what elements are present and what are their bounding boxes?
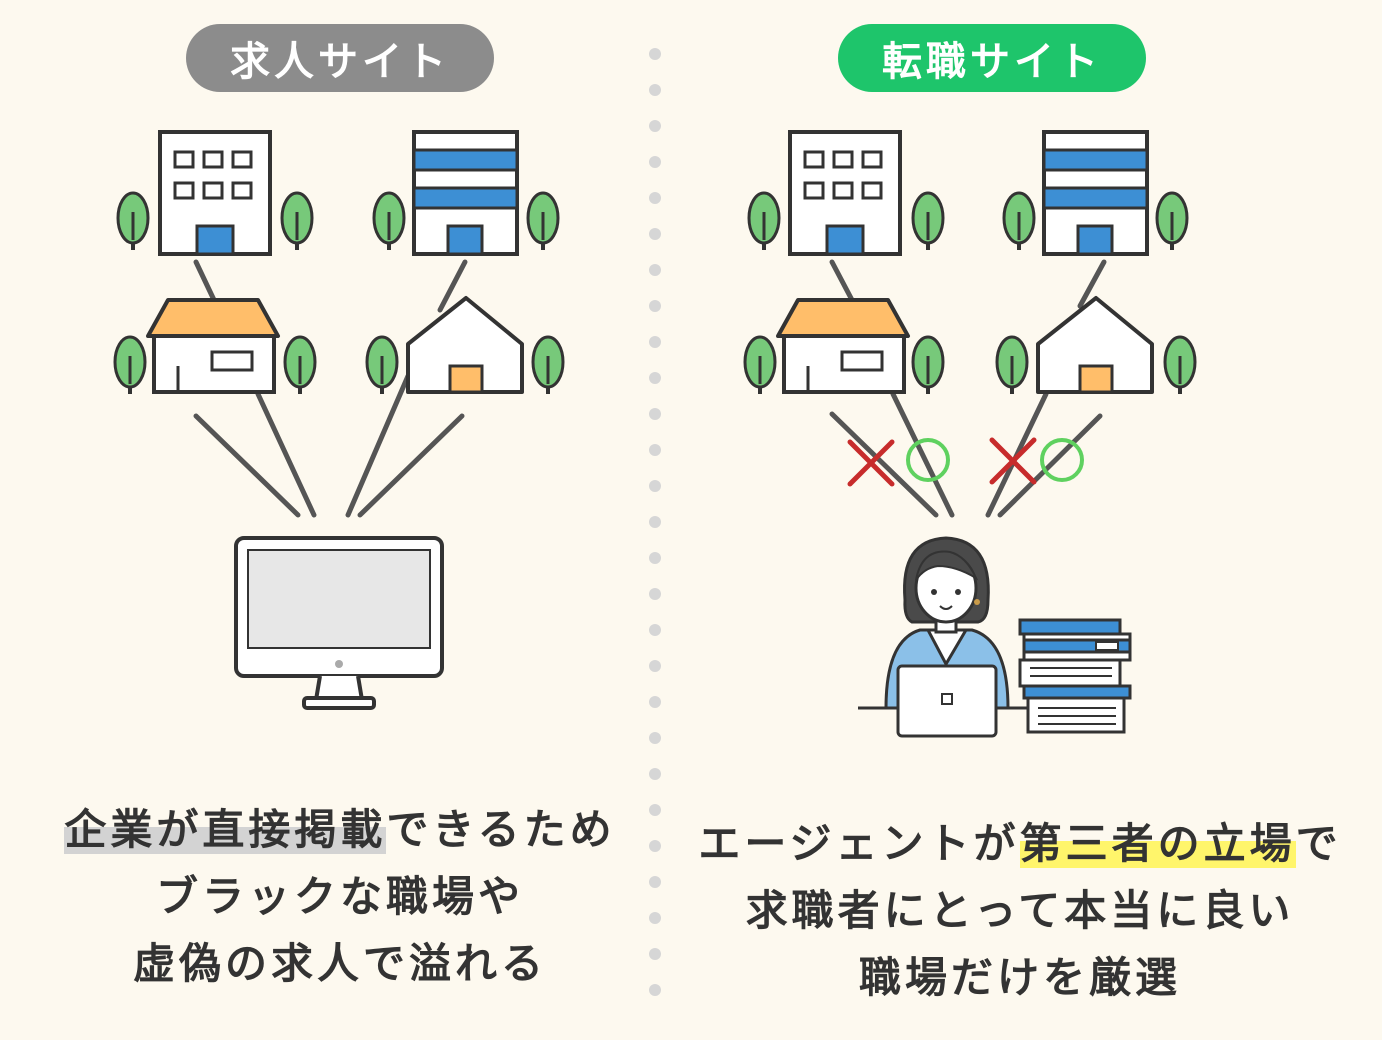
caption-highlight: 第三者の立場 [1019,819,1296,868]
divider-dot [649,48,661,60]
caption-line: 企業が直接掲載できるため [20,796,660,863]
divider-dot [649,516,661,528]
job-listing-site-caption: 企業が直接掲載できるため ブラックな職場や 虚偽の求人で溢れる [20,796,660,997]
left-connection-lines [193,259,468,518]
divider-dot [649,192,661,204]
divider-dot [649,624,661,636]
divider-dot [649,696,661,708]
caption-text: エージェントが [698,819,1020,868]
divider-dot [649,372,661,384]
caption-line: 虚偽の求人で溢れる [132,939,547,988]
orange-roof-house-icon [113,298,317,396]
document-stack-icon [1018,618,1132,734]
divider-dot [649,984,661,996]
career-change-site-caption: エージェントが第三者の立場で 求職者にとって本当に良い 職場だけを厳選 [670,810,1370,1011]
divider-dot [649,768,661,780]
divider-dot [649,264,661,276]
divider-dot [649,84,661,96]
office-building-icon [747,130,945,256]
divider-dot [649,336,661,348]
caption-highlight: 企業が直接掲載 [64,805,387,854]
divider-dot [649,300,661,312]
striped-building-icon [372,130,560,256]
divider-dot [649,408,661,420]
cross-mark-icon [847,439,895,487]
divider-dot [649,156,661,168]
divider-dot [649,120,661,132]
striped-building-icon [1002,130,1189,256]
center-divider [649,48,661,996]
divider-dot [649,732,661,744]
caption-line: 求職者にとって本当に良い [745,886,1295,935]
circle-mark-icon [906,438,950,482]
white-house-icon [365,296,565,396]
divider-dot [649,228,661,240]
caption-text: できるため [386,805,616,854]
orange-roof-house-icon [743,298,945,396]
divider-dot [649,552,661,564]
divider-dot [649,480,661,492]
circle-mark-icon [1040,438,1084,482]
divider-dot [649,804,661,816]
divider-dot [649,588,661,600]
caption-line: 職場だけを厳選 [858,953,1181,1002]
caption-line: ブラックな職場や [155,872,524,921]
divider-dot [649,912,661,924]
office-building-icon [116,130,314,256]
divider-dot [649,876,661,888]
divider-dot [649,840,661,852]
caption-text: で [1295,819,1342,868]
divider-dot [649,444,661,456]
white-house-icon [995,296,1197,396]
computer-monitor-icon [234,536,444,710]
caption-line: エージェントが第三者の立場で [670,810,1370,877]
career-change-site-label: 転職サイト [838,24,1146,92]
divider-dot [649,948,661,960]
divider-dot [649,660,661,672]
agent-person-icon [858,536,1030,738]
cross-mark-icon [989,437,1037,485]
job-listing-site-label: 求人サイト [186,24,494,92]
